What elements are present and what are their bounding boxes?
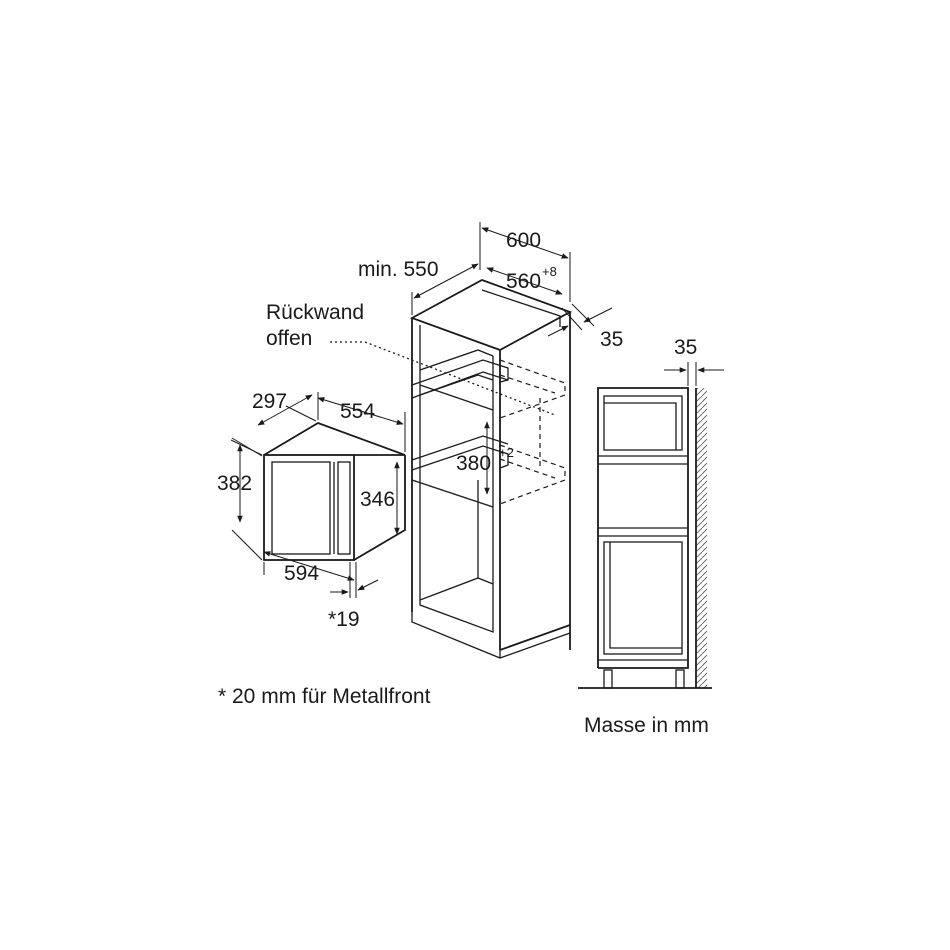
dim-297-line [257,394,313,426]
dim-380-label: 380 [456,452,491,475]
cabinet-drawing: Rückwand offen 600 min. 550 560 +8 35 38… [266,222,623,659]
dim-594-label: 594 [284,562,319,585]
dim-560-tolerance: +8 [542,264,557,279]
dim-380-tolerance: +2 [499,445,514,460]
rear-panel-label-line1: Rückwand [266,301,364,324]
dim-560-line [486,267,563,295]
dim-550-label: min. 550 [358,258,439,281]
side-cabinet-outline [597,387,689,669]
dim-19-label: *19 [328,608,360,631]
dim-550-line [413,263,479,299]
wall-hatching [697,388,707,688]
microwave-control-panel [337,461,351,555]
dim-600-line [481,227,569,259]
microwave-front [263,454,355,561]
dim-560-label: 560 [506,270,541,293]
dim-554-label: 554 [340,400,375,423]
microwave-drawing: 297 554 382 346 594 *19 [217,390,406,631]
metal-front-footnote: * 20 mm für Metallfront [218,685,431,708]
dim-382-label: 382 [217,472,252,495]
units-note: Masse in mm [584,714,709,737]
microwave-top [263,422,406,456]
dim-297-label: 297 [252,390,287,413]
dim-554-line [317,397,404,425]
side-view-drawing: 35 [578,336,724,689]
dim-600-label: 600 [506,229,541,252]
microwave-door [271,461,331,555]
dim-346-label: 346 [360,488,395,511]
dim-wall-35-label: 35 [674,336,697,359]
cabinet-top [409,279,573,351]
rear-panel-label-line2: offen [266,327,312,350]
rear-panel-leader [330,341,556,416]
dim-cabinet-35-label: 35 [600,328,623,351]
dim-594-line [263,551,355,581]
microwave-side [353,455,406,561]
